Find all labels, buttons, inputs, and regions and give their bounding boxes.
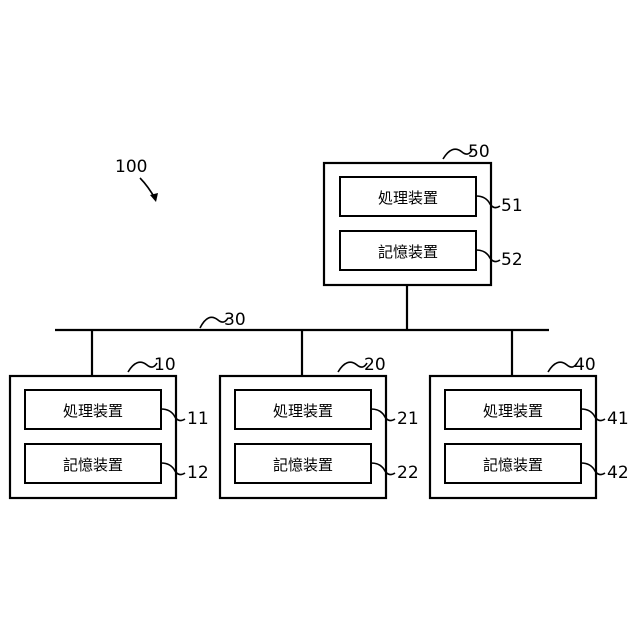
terminal-20-storage-label: 記憶装置 (273, 456, 333, 474)
terminal-20-storage-ref: 22 (397, 463, 419, 483)
terminal-10-ref-label: 10 (154, 355, 176, 375)
terminal-10-processing-label: 処理装置 (63, 402, 123, 420)
network-bus: 30 (55, 286, 549, 376)
terminal-20-processing-ref: 21 (397, 409, 419, 429)
terminal-10-ref-leader (128, 362, 157, 372)
terminal-20-ref-leader (338, 362, 367, 372)
terminal-40-ref-leader (548, 362, 577, 372)
terminal-40-ref-label: 40 (574, 355, 596, 375)
terminal-10-storage-ref: 12 (187, 463, 209, 483)
terminal-10-processing-ref: 11 (187, 409, 209, 429)
terminal-device-20: 処理装置 記憶装置 20 21 22 (220, 355, 419, 498)
terminal-20-processing-label: 処理装置 (273, 402, 333, 420)
server-processing-ref: 51 (501, 196, 523, 216)
terminal-40-storage-ref: 42 (607, 463, 629, 483)
terminal-10-storage-label: 記憶装置 (63, 456, 123, 474)
server-storage-ref: 52 (501, 250, 523, 270)
network-ref-label: 30 (224, 310, 246, 330)
terminal-40-storage-label: 記憶装置 (483, 456, 543, 474)
system-ref-arrowhead (150, 193, 158, 202)
terminal-device-10: 処理装置 記憶装置 10 11 12 (10, 355, 209, 498)
server-device: 処理装置 記憶装置 50 51 52 (324, 142, 523, 285)
server-processing-label: 処理装置 (378, 189, 438, 207)
terminal-device-40: 処理装置 記憶装置 40 41 42 (430, 355, 629, 498)
system-ref-label: 100 (115, 157, 147, 177)
terminal-20-ref-label: 20 (364, 355, 386, 375)
server-storage-label: 記憶装置 (378, 243, 438, 261)
terminal-40-processing-ref: 41 (607, 409, 629, 429)
terminal-40-processing-label: 処理装置 (483, 402, 543, 420)
server-ref-label: 50 (468, 142, 490, 162)
